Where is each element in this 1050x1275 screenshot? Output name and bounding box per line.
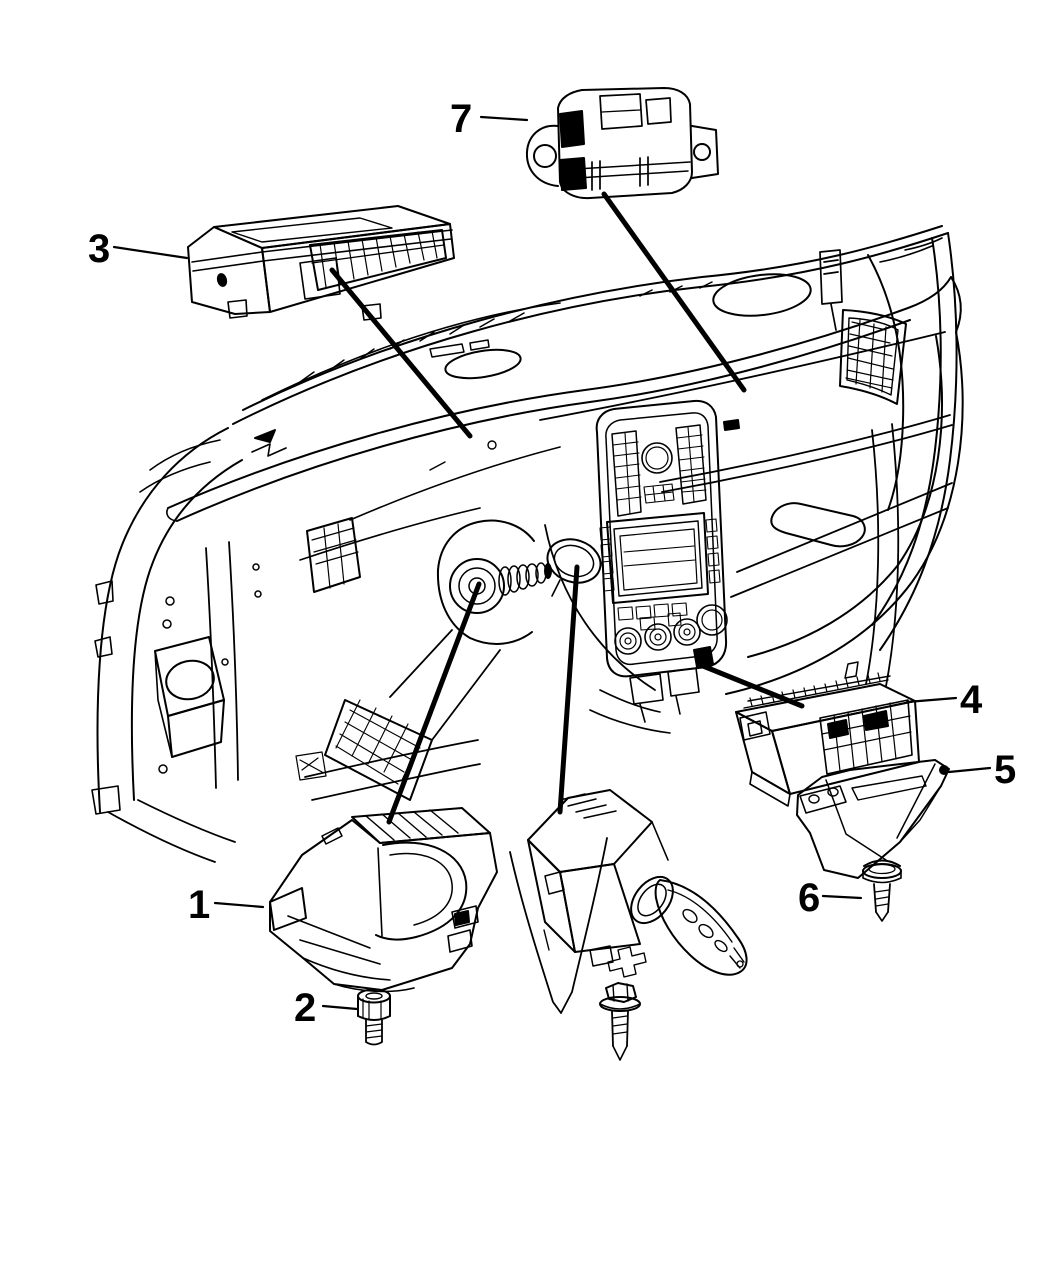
screw-6-drawing	[862, 859, 902, 922]
steering-column	[295, 519, 552, 801]
callout-3-label: 3	[88, 227, 110, 271]
callout-5-label: 5	[994, 748, 1016, 792]
right-speaker-oval	[712, 273, 812, 317]
leader-module-4	[700, 663, 805, 709]
left-speaker-oval	[444, 348, 522, 380]
bracket-5-drawing	[796, 759, 950, 879]
leader-lines-thick	[329, 191, 805, 825]
center-stack	[595, 399, 728, 678]
module-7-left-ear-hole	[533, 144, 557, 168]
callout-4-leader	[905, 696, 958, 704]
callout-7-label: 7	[450, 97, 472, 141]
kick-panel-speaker-oval	[165, 659, 215, 701]
leader-module-7	[601, 191, 747, 393]
leader-module-1	[386, 581, 482, 825]
module-7-drawing	[525, 87, 719, 200]
door-handle-cutout	[770, 502, 866, 548]
instrument-panel-drawing	[91, 225, 964, 1014]
nav-screen-bezel	[606, 512, 709, 604]
callout-leaders	[112, 115, 992, 1011]
left-vent-grille	[306, 517, 361, 593]
module-3-hole	[216, 273, 228, 287]
callout-4-label: 4	[960, 678, 983, 722]
callout-5-leader	[947, 766, 992, 774]
module-4-drawing	[735, 661, 920, 807]
left-door-frame	[91, 427, 287, 863]
module-3-drawing	[187, 205, 455, 321]
callout-2-label: 2	[294, 986, 316, 1030]
leader-ignition-node	[557, 564, 580, 815]
callout-6-label: 6	[798, 876, 820, 920]
callout-1-leader	[213, 901, 265, 909]
ignition-bezel-ring	[546, 538, 602, 584]
callout-1-label: 1	[188, 883, 210, 927]
leader-module-3	[329, 267, 473, 439]
key-fob	[654, 879, 748, 976]
callout-7-leader	[479, 115, 529, 122]
callout-2-leader	[321, 1004, 359, 1011]
module-1-drawing	[269, 807, 498, 993]
callout-6-leader	[821, 894, 863, 900]
hex-bolt-drawing	[599, 982, 641, 1061]
clock-gauge	[641, 442, 673, 474]
ignition-node-module-drawing	[527, 789, 748, 978]
right-vent-grille	[839, 309, 907, 405]
callout-3-leader	[112, 245, 189, 260]
screw-2-drawing	[357, 988, 391, 1046]
module-7-right-ear-hole	[693, 143, 711, 161]
